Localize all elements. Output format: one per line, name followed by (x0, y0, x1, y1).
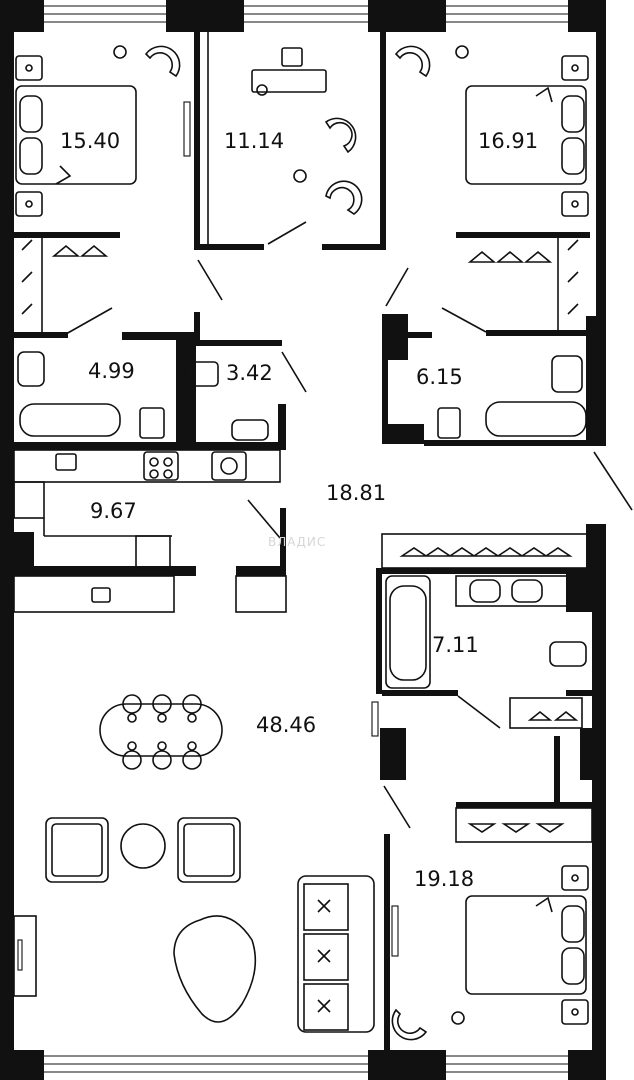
outer-walls (0, 0, 606, 1080)
area-labels: 15.40 11.14 16.91 4.99 3.42 6.15 18.81 9… (60, 129, 538, 891)
area-label-bedroom-nw: 15.40 (60, 129, 120, 153)
area-label-bedroom-se: 19.18 (414, 867, 474, 891)
doors (65, 101, 633, 957)
interior-walls (14, 32, 606, 1050)
area-label-kitchen: 9.67 (90, 499, 137, 523)
area-label-bathroom-e: 6.15 (416, 365, 463, 389)
watermark-text: ВЛАДИС (268, 535, 326, 549)
furniture (13, 45, 593, 1041)
area-label-study: 11.14 (224, 129, 284, 153)
area-label-bathroom-w: 4.99 (88, 359, 135, 383)
area-label-bathroom-se: 7.11 (432, 633, 479, 657)
area-label-living: 48.46 (256, 713, 316, 737)
area-label-wc: 3.42 (226, 361, 273, 385)
area-label-hall: 18.81 (326, 481, 386, 505)
area-label-bedroom-ne: 16.91 (478, 129, 538, 153)
